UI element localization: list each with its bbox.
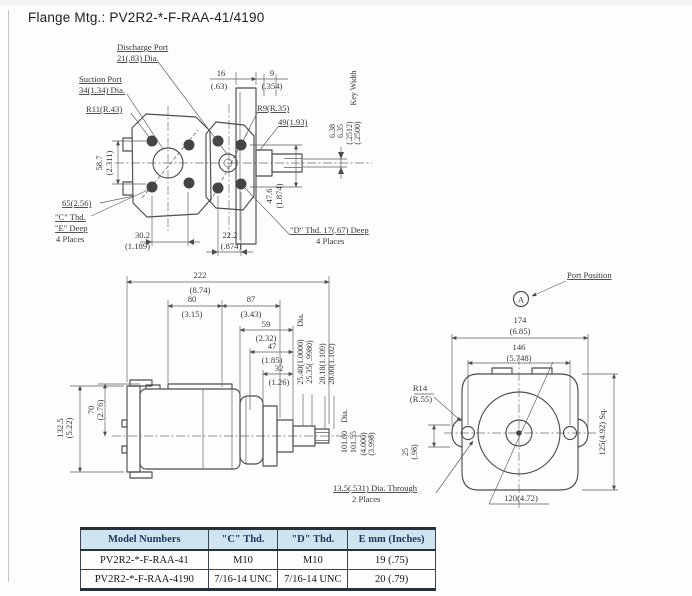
label-49: 49(1.93) (278, 117, 307, 127)
dim-key-2500: (.2500) (353, 121, 362, 145)
rear-view: Port Position A 120(4.72) 174 (6.85) 146… (401, 270, 618, 508)
label-discharge-port-2: 21(.83) Dia. (117, 53, 159, 63)
dim-32-in: (1.26) (269, 377, 290, 387)
cell-c-thd-2: 7/16-14 UNC (207, 569, 279, 590)
dim-32-mm: 32 (275, 363, 284, 373)
table-row: PV2R2-*-F-RAA-41 M10 M10 19 (.75) (80, 549, 436, 570)
dim-pilot-d1: 101.60 (340, 431, 349, 453)
dim-87-mm: 87 (247, 294, 256, 304)
dim-174-mm: 174 (514, 315, 528, 325)
dim-222-in: (8.74) (190, 285, 211, 295)
dim-120: 120(4.72) (504, 493, 538, 503)
col-header-d-thd: "D" Thd. (277, 528, 349, 551)
dim-222mm-mm: 22.2 (222, 230, 237, 240)
dim-70-mm: 70 (86, 406, 96, 415)
cell-e-2: 20 (.79) (347, 569, 436, 590)
label-c-thd: "C" Thd. (55, 212, 86, 222)
dim-1325-mm: 132.5 (55, 418, 65, 437)
dim-146-in: (5.748) (506, 353, 531, 363)
label-discharge-port-1: Discharge Port (117, 42, 169, 52)
dim-80-in: (3.15) (182, 309, 203, 319)
dim-key-635: 6.35 (336, 124, 345, 138)
spec-table: Model Numbers "C" Thd. "D" Thd. E mm (In… (80, 527, 436, 591)
dim-302-in: (1.189) (125, 241, 150, 251)
col-header-c-thd: "C" Thd. (207, 528, 279, 551)
dim-125-sq: 125(4.92) Sq. (597, 408, 607, 455)
cell-e-1: 19 (.75) (347, 549, 436, 570)
dim-476-mm: 47.6 (264, 188, 274, 204)
dim-59-in: (2.32) (256, 333, 277, 343)
label-places-left: 4 Places (56, 234, 85, 244)
dim-87-in: (3.43) (241, 309, 262, 319)
label-key-width: Key Width (349, 71, 358, 106)
dim-25-mm: 25 (401, 448, 410, 456)
label-dia-shaft: Dia. (296, 313, 305, 327)
label-places-right: 4 Places (316, 236, 345, 246)
dim-shaft-d4: 28.00(1.102) (327, 343, 336, 385)
dim-222mm-in: (.874) (221, 241, 242, 251)
page-title: Flange Mtg.: PV2R2-*-F-RAA-41/4190 (28, 10, 265, 25)
dim-47-in: (1.85) (262, 355, 283, 365)
label-dia-pilot: Dia. (340, 409, 349, 423)
dim-587-in: (2.311) (104, 150, 114, 175)
side-view: 132.5 (5.22) 70 (2.76) 222 (8.74) 80 (3.… (55, 270, 474, 504)
dim-25-in: (.98) (410, 444, 419, 460)
dim-146-mm: 146 (513, 342, 527, 352)
spec-table-container: Model Numbers "C" Thd. "D" Thd. E mm (In… (80, 527, 436, 591)
label-r14-1: R14 (413, 383, 428, 393)
page-left-rule (8, 10, 9, 582)
dim-shaft-d2: 25.35( .9980) (305, 340, 314, 384)
dim-9-mm: 9 (270, 68, 274, 78)
dim-80-mm: 80 (188, 294, 197, 304)
label-r14-2: (R.55) (410, 394, 432, 404)
dim-59-mm: 59 (262, 319, 271, 329)
page-top-band (0, 0, 692, 5)
cell-model-1: PV2R2-*-F-RAA-41 (80, 549, 209, 570)
dim-587-mm: 58.7 (94, 155, 104, 171)
label-r11: R11(R.43) (86, 104, 122, 114)
label-through-2: 2 Places (352, 494, 381, 504)
col-header-e-mm: E mm (Inches) (347, 528, 436, 551)
dim-key-2512: (.2512) (345, 121, 354, 145)
dim-shaft-d3: 28.18(1.109) (318, 343, 327, 385)
label-suction-port-2: 34(1.34) Dia. (79, 85, 125, 95)
dim-476-in: (1.874) (274, 183, 284, 208)
cell-c-thd-1: M10 (207, 549, 279, 570)
front-view: 16 (.63) 9 (.354) Discharge Port 21(.83)… (55, 42, 372, 256)
dim-shaft-d1: 25.40(1.0000) (296, 339, 305, 385)
table-row: PV2R2-*-F-RAA-4190 7/16-14 UNC 7/16-14 U… (80, 569, 436, 590)
dim-pilot-d2: 101.55 (349, 431, 358, 453)
dim-174-in: (6.85) (510, 326, 531, 336)
dim-pilot-d3: (4.000) (359, 432, 368, 456)
dim-9-in: (.354) (262, 81, 283, 91)
label-suction-port-1: Suction Port (79, 74, 122, 84)
dim-47-mm: 47 (268, 341, 277, 351)
col-header-model-numbers: Model Numbers (80, 528, 209, 551)
label-port-letter: A (518, 295, 525, 305)
dim-pilot-d4: (3.998) (367, 432, 376, 456)
dim-key-638: 6.38 (328, 124, 337, 138)
label-d-thd: "D" Thd. 17(.67) Deep (290, 225, 369, 235)
dim-16-in: (.63) (211, 81, 228, 91)
label-through-1: 13.5(.531) Dia. Through (333, 483, 418, 493)
dim-70-in: (2.76) (95, 399, 105, 420)
label-r9: R9(R.35) (257, 103, 289, 113)
dim-222-mm: 222 (194, 270, 207, 280)
label-65: 65(2.56) (62, 198, 91, 208)
spec-table-header-row: Model Numbers "C" Thd. "D" Thd. E mm (In… (80, 528, 436, 551)
label-port-position: Port Position (567, 270, 612, 280)
label-e-deep: "E" Deep (55, 223, 88, 233)
cell-d-thd-1: M10 (277, 549, 349, 570)
cell-model-2: PV2R2-*-F-RAA-4190 (80, 569, 209, 590)
dim-1325-in: (5.22) (64, 417, 74, 438)
dim-302-mm: 30.2 (135, 230, 150, 240)
cell-d-thd-2: 7/16-14 UNC (277, 569, 349, 590)
dim-16-mm: 16 (217, 68, 226, 78)
